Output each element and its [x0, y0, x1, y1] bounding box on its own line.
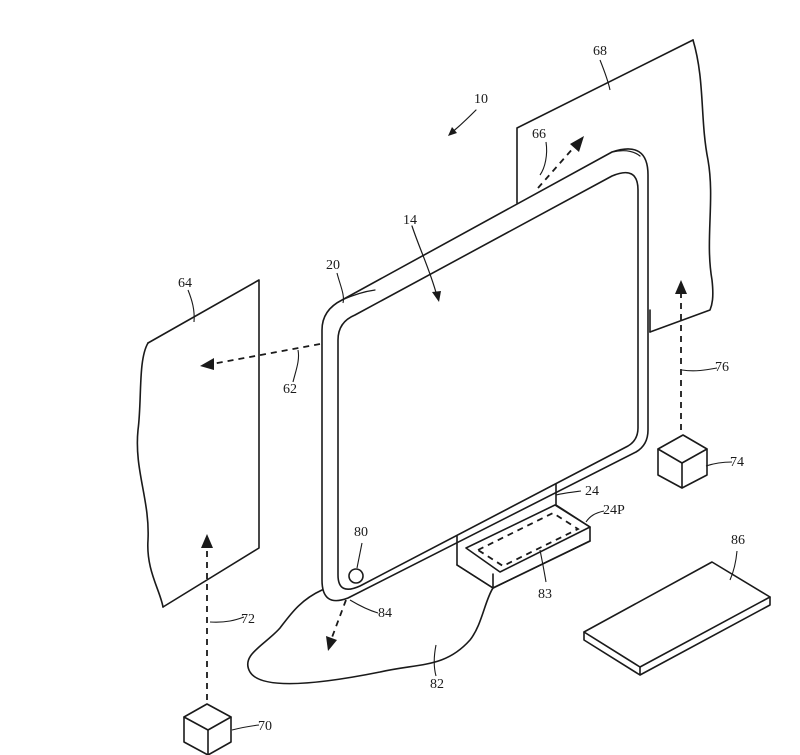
label-70: 70	[258, 719, 272, 734]
arrow-14	[411, 225, 441, 302]
rear-wall-surface	[516, 39, 714, 333]
arrow-72	[201, 534, 213, 700]
reference-numerals: 10 68 66 14 20 64 62 76 74 24 24P 80 86 …	[178, 44, 745, 734]
label-76: 76	[715, 360, 729, 375]
label-86: 86	[731, 533, 745, 548]
label-20: 20	[326, 258, 340, 273]
label-72: 72	[241, 612, 255, 627]
label-24: 24	[585, 484, 599, 499]
arrow-62	[200, 343, 321, 370]
floor-region	[247, 587, 494, 685]
left-projector-cube	[183, 703, 232, 755]
arrow-76	[675, 280, 687, 430]
keyboard	[583, 561, 771, 676]
label-64: 64	[178, 276, 192, 291]
right-projector-cube	[657, 434, 708, 489]
leader-lines	[187, 59, 738, 731]
arrow-66	[537, 136, 584, 189]
arrow-10	[448, 109, 477, 136]
left-wall-surface	[136, 279, 260, 608]
label-62: 62	[283, 382, 297, 397]
label-14: 14	[403, 213, 417, 228]
arrow-84	[326, 599, 347, 651]
label-83: 83	[538, 587, 552, 602]
label-66: 66	[532, 127, 546, 142]
label-80: 80	[354, 525, 368, 540]
label-74: 74	[730, 455, 744, 470]
stand	[456, 483, 591, 589]
label-84: 84	[378, 606, 392, 621]
camera	[348, 568, 364, 584]
label-82: 82	[430, 677, 444, 692]
display-housing	[321, 148, 649, 602]
label-10: 10	[474, 92, 488, 107]
label-68: 68	[593, 44, 607, 59]
label-24P: 24P	[603, 503, 625, 518]
